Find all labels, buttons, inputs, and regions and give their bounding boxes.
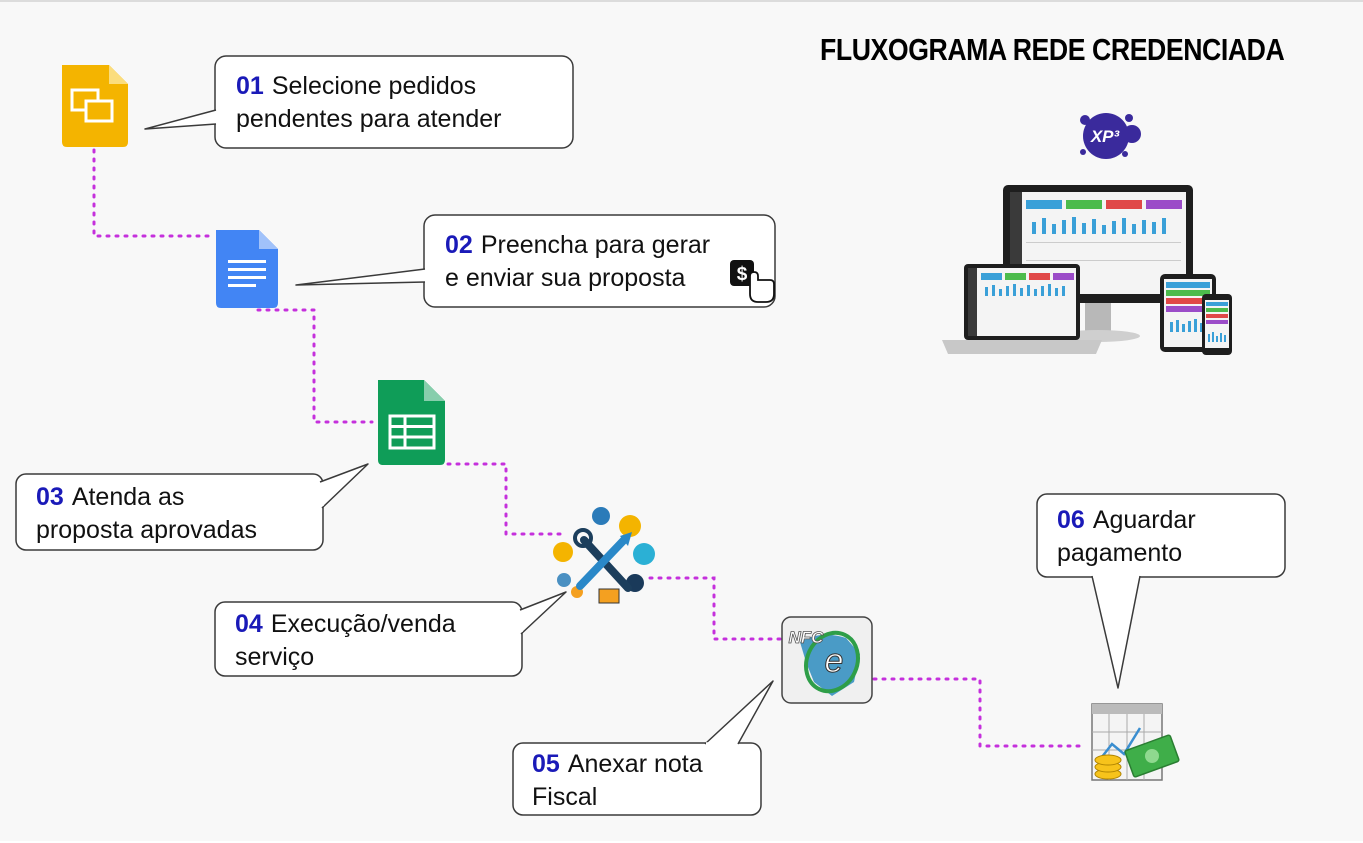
payment-chart-icon bbox=[1091, 703, 1180, 781]
page-title: FLUXOGRAMA REDE CREDENCIADA bbox=[820, 32, 1285, 67]
nfce-letter: e bbox=[825, 642, 844, 680]
tools-icon bbox=[553, 507, 655, 604]
connector-4-5 bbox=[648, 576, 782, 641]
sheets-icon bbox=[378, 380, 445, 465]
step-04-line1: Execução/venda bbox=[270, 610, 456, 638]
step-01-line1: Selecione pedidos bbox=[271, 72, 477, 100]
nfce-label: NFC bbox=[789, 628, 825, 647]
step-06-line2: pagamento bbox=[1057, 539, 1183, 567]
step-01-number: 01 bbox=[236, 72, 264, 100]
dollar-touch-icon: $ bbox=[730, 260, 775, 303]
callout-06 bbox=[1036, 493, 1286, 689]
callout-04 bbox=[214, 591, 567, 677]
step-05-number: 05 bbox=[532, 750, 560, 778]
step-04-line2: serviço bbox=[235, 643, 315, 671]
step-06-number: 06 bbox=[1057, 506, 1085, 534]
docs-icon bbox=[216, 230, 278, 308]
callout-02 bbox=[295, 214, 776, 308]
devices-illustration bbox=[942, 185, 1232, 355]
connectors bbox=[92, 148, 1084, 748]
step-02-number: 02 bbox=[445, 231, 473, 259]
dollar-symbol: $ bbox=[737, 264, 748, 285]
slides-icon bbox=[62, 65, 128, 147]
step-02-line1: Preencha para gerar bbox=[480, 231, 711, 259]
step-05-line2: Fiscal bbox=[532, 783, 598, 811]
connector-3-4 bbox=[446, 462, 564, 536]
step-06-line1: Aguardar bbox=[1092, 506, 1196, 534]
connector-5-6 bbox=[872, 677, 1084, 748]
callout-05 bbox=[512, 680, 774, 816]
step-03-line1: Atenda as bbox=[71, 483, 185, 511]
nfce-icon: NFC e bbox=[781, 616, 873, 704]
step-04-number: 04 bbox=[235, 610, 263, 638]
step-03-number: 03 bbox=[36, 483, 64, 511]
step-02-line2: e enviar sua proposta bbox=[445, 264, 686, 292]
xp-logo-text: XP³ bbox=[1090, 127, 1121, 146]
step-03-line2: proposta aprovadas bbox=[36, 516, 257, 544]
xp-logo: XP³ bbox=[1073, 108, 1145, 164]
step-05-line1: Anexar nota bbox=[567, 750, 703, 778]
step-01-line2: pendentes para atender bbox=[236, 105, 502, 133]
callout-03 bbox=[15, 463, 369, 551]
xp-logo-graphic: XP³ bbox=[1080, 113, 1141, 159]
callout-01 bbox=[144, 55, 574, 149]
connector-1-2 bbox=[92, 148, 214, 238]
connector-2-3 bbox=[256, 308, 374, 424]
